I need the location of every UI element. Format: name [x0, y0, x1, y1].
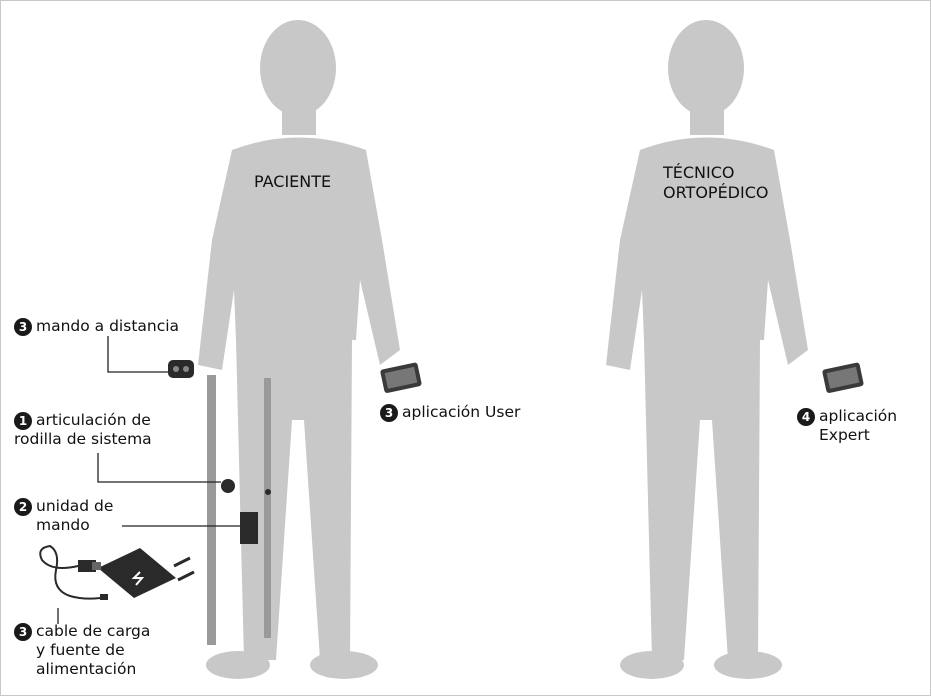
callout-control-unit-line1: unidad de [36, 497, 113, 515]
callout-knee-joint-line1: articulación de [36, 411, 151, 429]
callout-expert-app-line1: aplicación [819, 407, 897, 425]
technician-silhouette [606, 20, 808, 679]
user-phone [380, 362, 422, 393]
callout-charger-line3: alimentación [14, 660, 150, 679]
number-badge: 1 [14, 412, 32, 430]
number-badge: 2 [14, 498, 32, 516]
callout-remote-text: mando a distancia [36, 317, 179, 335]
technician-title: TÉCNICO ORTOPÉDICO [663, 163, 768, 203]
patient-title: PACIENTE [254, 172, 331, 192]
technician-title-line1: TÉCNICO [663, 163, 768, 183]
callout-user-app-text: aplicación User [402, 403, 520, 421]
number-badge: 3 [380, 404, 398, 422]
charger-illustration [40, 546, 194, 600]
callout-control-unit-line2: mando [14, 516, 113, 535]
number-badge: 3 [14, 318, 32, 336]
knee-joint-mark [221, 479, 235, 493]
number-badge: 3 [14, 623, 32, 641]
control-unit-device [240, 512, 258, 544]
remote-device [168, 360, 194, 378]
callout-charger-line1: cable de carga [36, 622, 150, 640]
number-badge: 4 [797, 408, 815, 426]
expert-phone [822, 362, 864, 393]
callout-charger-line2: y fuente de [14, 641, 150, 660]
patient-silhouette [198, 20, 400, 679]
callout-knee-joint-line2: rodilla de sistema [14, 430, 152, 449]
callout-expert-app-line2: Expert [797, 426, 897, 445]
technician-title-line2: ORTOPÉDICO [663, 183, 768, 203]
